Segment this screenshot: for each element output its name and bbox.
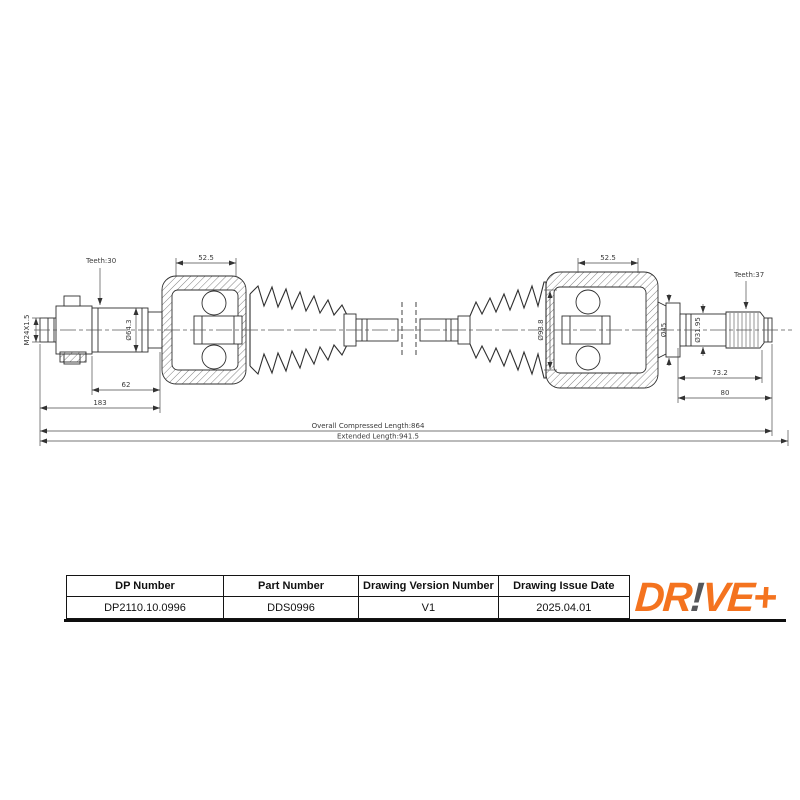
value-drawing-version: V1 bbox=[358, 596, 499, 619]
value-dp-number: DP2110.10.0996 bbox=[66, 596, 224, 619]
header-dp-number: DP Number bbox=[66, 575, 224, 597]
drive-plus-logo: DR!VE+ bbox=[621, 573, 790, 620]
dim-thread-label: M24X1.5 bbox=[23, 315, 31, 346]
dim-dia-64-label: Ø64.3 bbox=[125, 319, 133, 340]
dim-80-label: 80 bbox=[721, 389, 730, 397]
dim-compressed-length-label: Overall Compressed Length:864 bbox=[312, 422, 425, 430]
logo-text-ve-plus: VE+ bbox=[700, 573, 777, 620]
dim-extended-length-label: Extended Length:941.5 bbox=[337, 433, 419, 441]
dim-teeth-left-label: Teeth:30 bbox=[85, 257, 116, 265]
axle-geometry bbox=[39, 271, 773, 389]
value-issue-date: 2025.04.01 bbox=[497, 596, 630, 619]
dim-joint-left-width-label: 52.5 bbox=[198, 254, 214, 262]
dimension-lines bbox=[32, 258, 789, 446]
dim-183-label: 183 bbox=[93, 399, 106, 407]
dim-teeth-right-label: Teeth:37 bbox=[733, 271, 764, 279]
dim-joint-right-width-label: 52.5 bbox=[600, 254, 616, 262]
bottom-rule bbox=[64, 619, 786, 622]
logo-text-dr: DR bbox=[633, 573, 693, 620]
title-block-header-row: DP Number Part Number Drawing Version Nu… bbox=[66, 575, 630, 597]
dim-73-label: 73.2 bbox=[712, 369, 728, 377]
dim-62-label: 62 bbox=[122, 381, 131, 389]
header-issue-date: Drawing Issue Date bbox=[497, 575, 630, 597]
value-part-number: DDS0996 bbox=[223, 596, 359, 619]
header-part-number: Part Number bbox=[223, 575, 359, 597]
title-block-table: DP Number Part Number Drawing Version Nu… bbox=[66, 575, 630, 619]
title-block-value-row: DP2110.10.0996 DDS0996 V1 2025.04.01 bbox=[66, 596, 630, 619]
header-drawing-version: Drawing Version Number bbox=[358, 575, 499, 597]
